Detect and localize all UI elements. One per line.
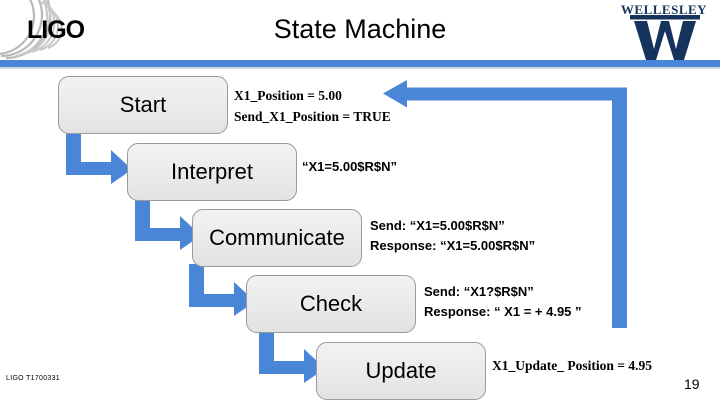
annotation-check-line1: Send: “X1?$R$N” <box>424 284 534 299</box>
wellesley-wordmark: WELLESLEY <box>620 2 708 17</box>
annotation-check: Send: “X1?$R$N” Response: “ X1 = + 4.95 … <box>424 282 582 322</box>
annotation-update-line1: X1_Update_ Position = 4.95 <box>492 358 652 373</box>
ligo-logo: LIGO <box>0 0 120 60</box>
annotation-start-line2: Send_X1_Position = TRUE <box>234 108 391 124</box>
wellesley-logo: WELLESLEY <box>612 2 716 60</box>
state-box-update[interactable]: Update <box>316 342 486 400</box>
document-id: LIGO T1700331 <box>6 375 60 382</box>
state-label-interpret: Interpret <box>171 159 253 184</box>
page-title: State Machine <box>273 14 447 44</box>
annotation-update: X1_Update_ Position = 4.95 <box>492 356 652 377</box>
annotation-communicate-line2: Response: “X1=5.00$R$N” <box>370 238 536 254</box>
state-label-check: Check <box>299 291 363 316</box>
page-number: 19 <box>684 376 700 392</box>
connector-arrow-communicate-to-check <box>187 264 257 316</box>
ligo-wordmark: LIGO <box>27 16 85 44</box>
state-box-interpret[interactable]: Interpret <box>127 143 297 201</box>
header-accent-bar <box>0 60 720 67</box>
annotation-interpret-line1: “X1=5.00$R$N” <box>302 159 398 174</box>
connector-arrow-start-to-interpret <box>64 132 134 184</box>
state-label-start: Start <box>119 92 167 117</box>
connector-arrow-check-to-update <box>257 331 327 383</box>
header-accent-bar-shadow <box>0 67 720 69</box>
state-label-update: Update <box>365 358 437 383</box>
annotation-start: X1_Position = 5.00 Send_X1_Position = TR… <box>234 86 391 128</box>
state-box-start[interactable]: Start <box>58 76 228 134</box>
annotation-communicate: Send: “X1=5.00$R$N” Response: “X1=5.00$R… <box>370 216 535 256</box>
annotation-interpret: “X1=5.00$R$N” <box>302 157 397 177</box>
state-label-communicate: Communicate <box>209 225 345 250</box>
annotation-check-line2: Response: “ X1 = + 4.95 ” <box>424 304 582 320</box>
state-box-communicate[interactable]: Communicate <box>192 209 362 267</box>
annotation-communicate-line1: Send: “X1=5.00$R$N” <box>370 218 505 233</box>
wellesley-w-monogram <box>630 15 700 60</box>
connector-arrow-interpret-to-communicate <box>133 198 203 250</box>
annotation-start-line1: X1_Position = 5.00 <box>234 88 342 103</box>
state-box-check[interactable]: Check <box>246 275 416 333</box>
